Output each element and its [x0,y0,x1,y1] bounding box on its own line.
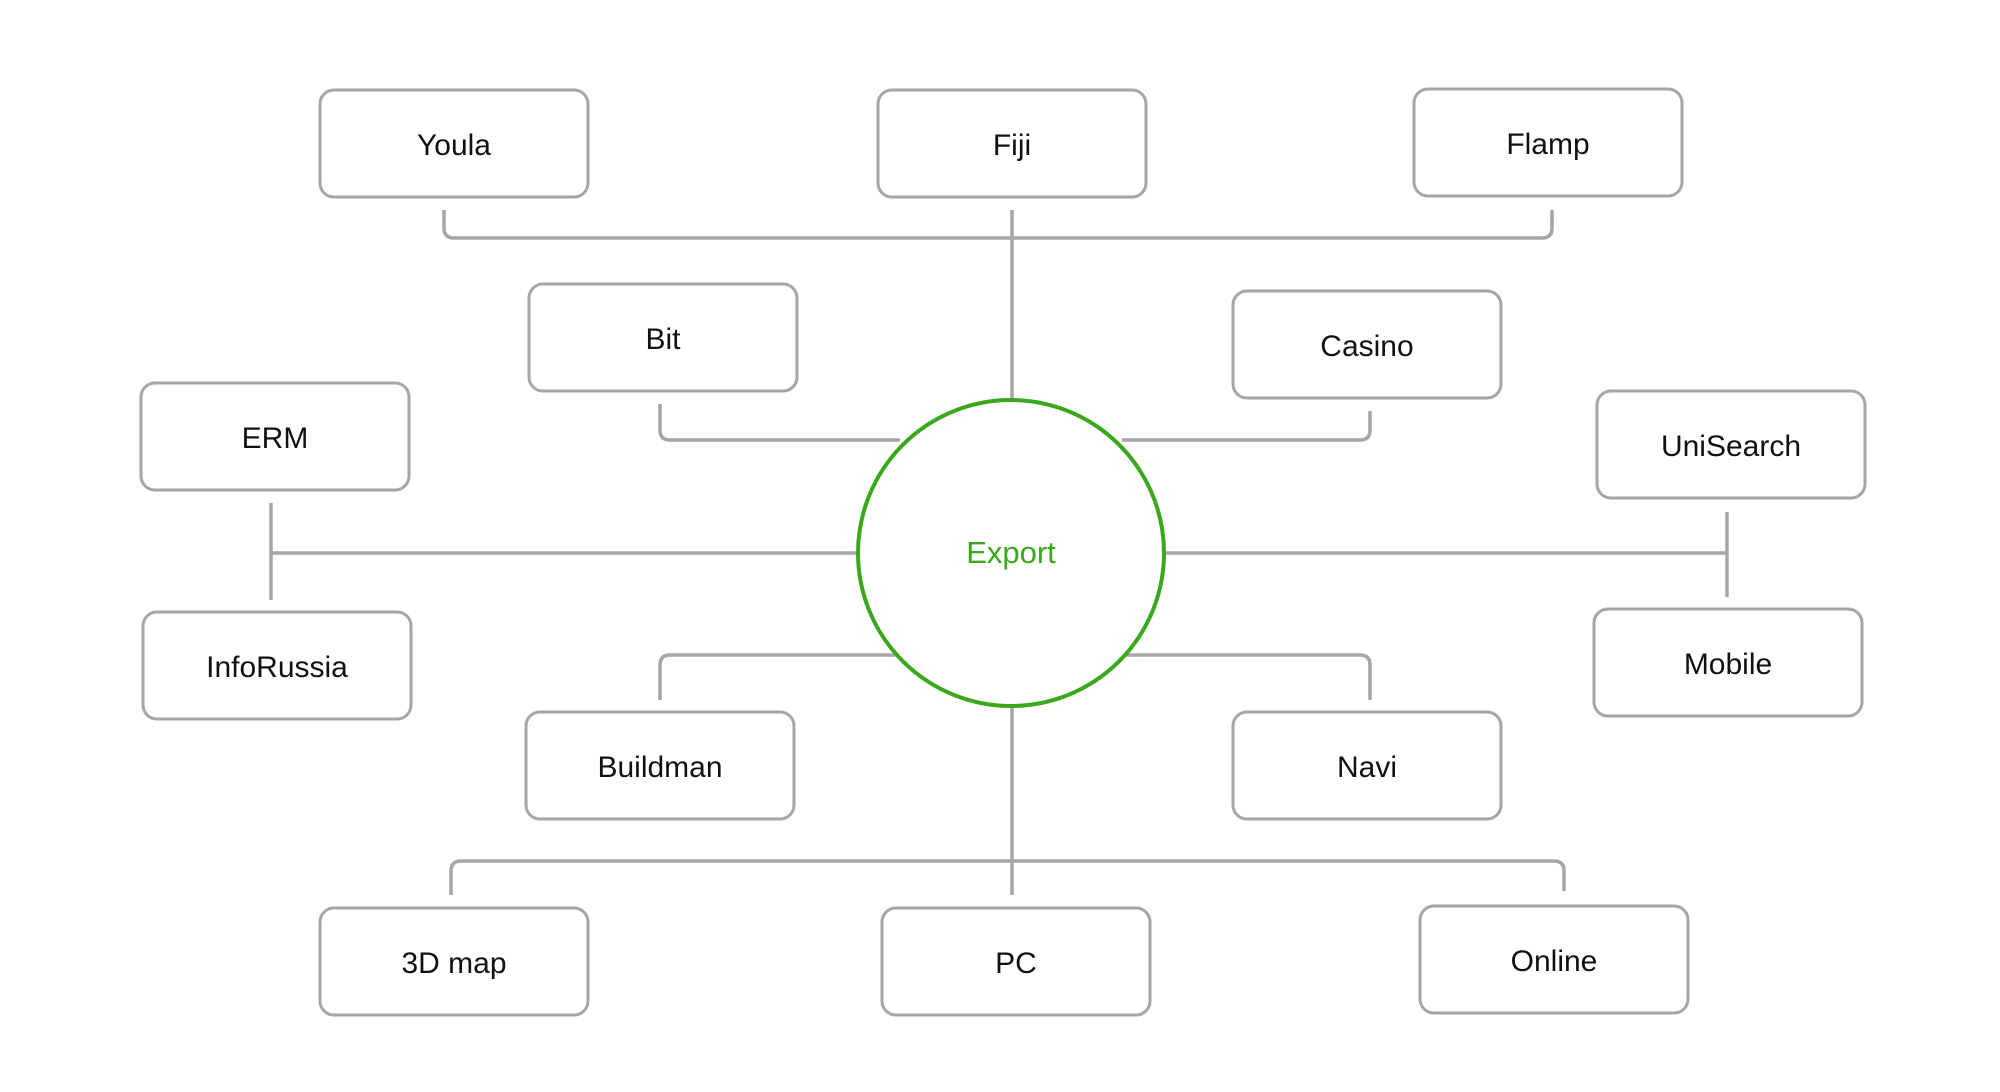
connector-buildman-hub [658,653,900,700]
node-erm: ERM [139,381,411,492]
node-buildman: Buildman [524,710,796,821]
node-casino: Casino [1231,289,1503,400]
node-online: Online [1418,904,1690,1015]
node-box [318,88,590,199]
node-box [1592,607,1864,718]
node-pc: PC [880,906,1152,1017]
node-flamp: Flamp [1412,87,1684,198]
node-youla: Youla [318,88,590,199]
node-box [1412,87,1684,198]
connectors [269,210,1729,895]
node-navi: Navi [1231,710,1503,821]
node-box [1231,289,1503,400]
node-box [880,906,1152,1017]
hub-label: Export [966,535,1056,570]
node-label: Fiji [993,129,1031,162]
node-box [1595,389,1867,500]
node-fiji: Fiji [876,88,1148,199]
connector-top-bracket [442,210,1554,240]
node-box [524,710,796,821]
node-box [318,906,590,1017]
node-3d-map: 3D map [318,906,590,1017]
node-inforussia: InfoRussia [141,610,413,721]
node-label: Casino [1320,330,1413,363]
node-label: Flamp [1506,128,1589,161]
node-label: Navi [1337,751,1397,784]
node-bit: Bit [527,282,799,393]
node-box [139,381,411,492]
node-label: Buildman [597,751,722,784]
node-label: Youla [417,129,491,162]
node-unisearch: UniSearch [1595,389,1867,500]
node-label: 3D map [401,947,506,980]
connector-bottom-bracket [449,859,1566,895]
node-box [1231,710,1503,821]
connector-casino-hub [1122,411,1372,442]
node-label: Bit [645,323,681,356]
node-label: ERM [242,422,309,455]
node-label: PC [995,947,1037,980]
node-label: Mobile [1684,648,1772,681]
node-label: InfoRussia [206,651,348,684]
node-mobile: Mobile [1592,607,1864,718]
connector-bit-hub [658,404,900,442]
hub-node: Export [856,398,1166,708]
node-box [876,88,1148,199]
hub-circle [856,398,1166,708]
connector-navi-hub [1122,653,1372,700]
node-label: UniSearch [1661,430,1801,463]
node-box [141,610,413,721]
node-box [1418,904,1690,1015]
node-label: Online [1511,945,1598,978]
node-box [527,282,799,393]
